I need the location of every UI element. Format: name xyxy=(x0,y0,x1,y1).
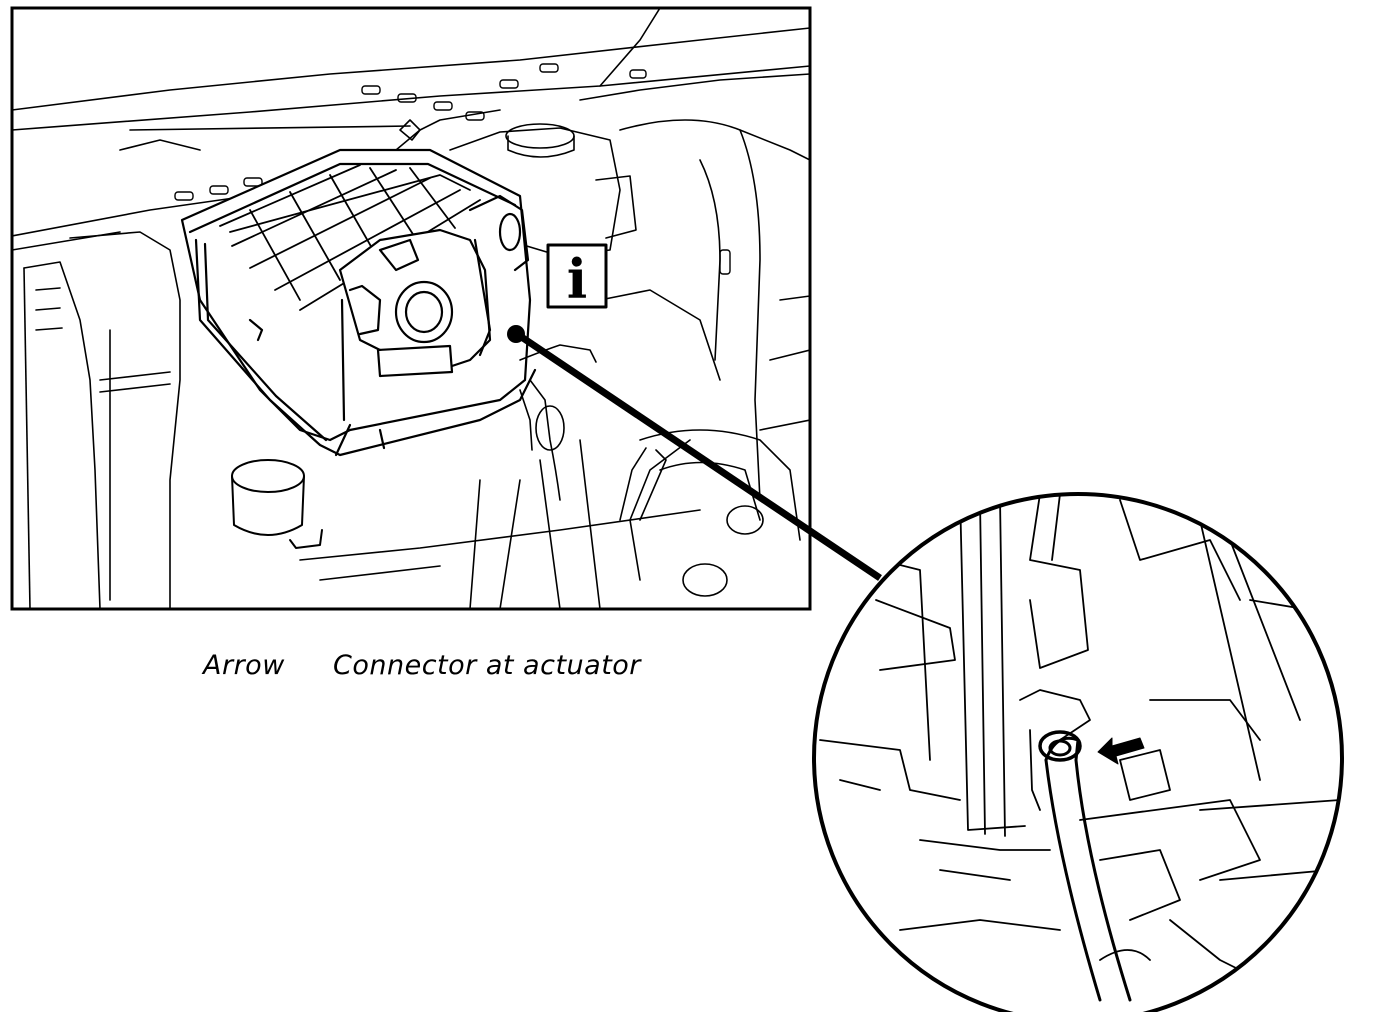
body-panels xyxy=(12,8,810,609)
filter-cup xyxy=(231,459,323,549)
connector-cable xyxy=(1038,730,1132,1002)
info-glyph: i xyxy=(567,247,588,311)
zoom-detail xyxy=(812,492,1344,1012)
panel-slots xyxy=(174,63,731,275)
hoses xyxy=(129,119,667,521)
caption-term: Arrow xyxy=(203,650,285,681)
caption-description: Connector at actuator xyxy=(333,650,641,681)
actuator xyxy=(338,194,530,378)
zoom-detail-border xyxy=(812,492,1344,1012)
leader-line xyxy=(518,333,882,581)
info-icon xyxy=(546,243,608,309)
actuator-connector xyxy=(1038,730,1082,762)
info-marker: i xyxy=(546,243,608,311)
connector-callout xyxy=(507,325,882,581)
main-view: i xyxy=(10,6,812,611)
zoom-structure xyxy=(819,494,1341,981)
arrow-icon xyxy=(1097,737,1145,765)
